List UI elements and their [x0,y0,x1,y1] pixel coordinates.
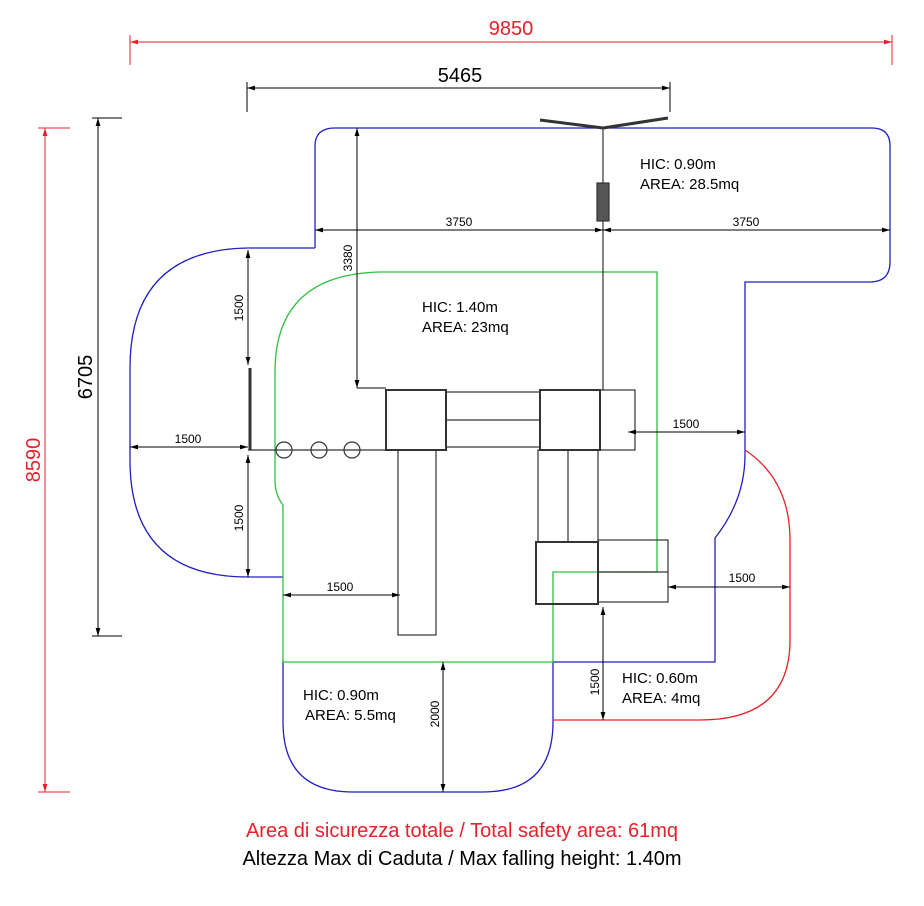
playground-equipment [248,116,669,636]
zone-1-hic: HIC: 0.90m [640,156,716,173]
zone-1-area: AREA: 28.5mq [640,176,739,193]
zone-4-hic: HIC: 0.60m [622,670,698,687]
dim-left-1500-top: 1500 [232,294,246,321]
dim-left-3750: 3750 [446,215,473,229]
dim-right-1500-bottom: 1500 [729,571,756,585]
dim-left-1500-bottom: 1500 [232,504,246,531]
green-safety-outline [274,271,658,663]
blue-safety-outline [282,127,891,793]
zone-3-area: AREA: 5.5mq [305,707,396,724]
dimension-lines [38,35,893,793]
zone-4-area: AREA: 4mq [622,690,700,707]
zone-2-area: AREA: 23mq [422,319,509,336]
red-safety-outline [553,449,791,721]
dim-total-width: 9850 [489,18,534,40]
dim-right-1500-top: 1500 [673,417,700,431]
dim-inner-width: 5465 [438,65,483,87]
blue-left-outline [129,127,336,578]
total-safety-area: Area di sicurezza totale / Total safety … [245,820,679,842]
zone-2-hic: HIC: 1.40m [422,299,498,316]
dim-mid-1500: 1500 [327,580,354,594]
dim-vert-2000: 2000 [428,700,442,727]
dim-vert-1500: 1500 [588,668,602,695]
max-falling-height: Altezza Max di Caduta / Max falling heig… [242,848,682,870]
dim-total-height: 8590 [23,438,45,483]
zone-3-hic: HIC: 0.90m [303,687,379,704]
dim-right-3750: 3750 [733,215,760,229]
dim-inner-height: 6705 [75,355,97,400]
dim-left-1500-horiz: 1500 [175,432,202,446]
dim-3380: 3380 [341,244,355,271]
